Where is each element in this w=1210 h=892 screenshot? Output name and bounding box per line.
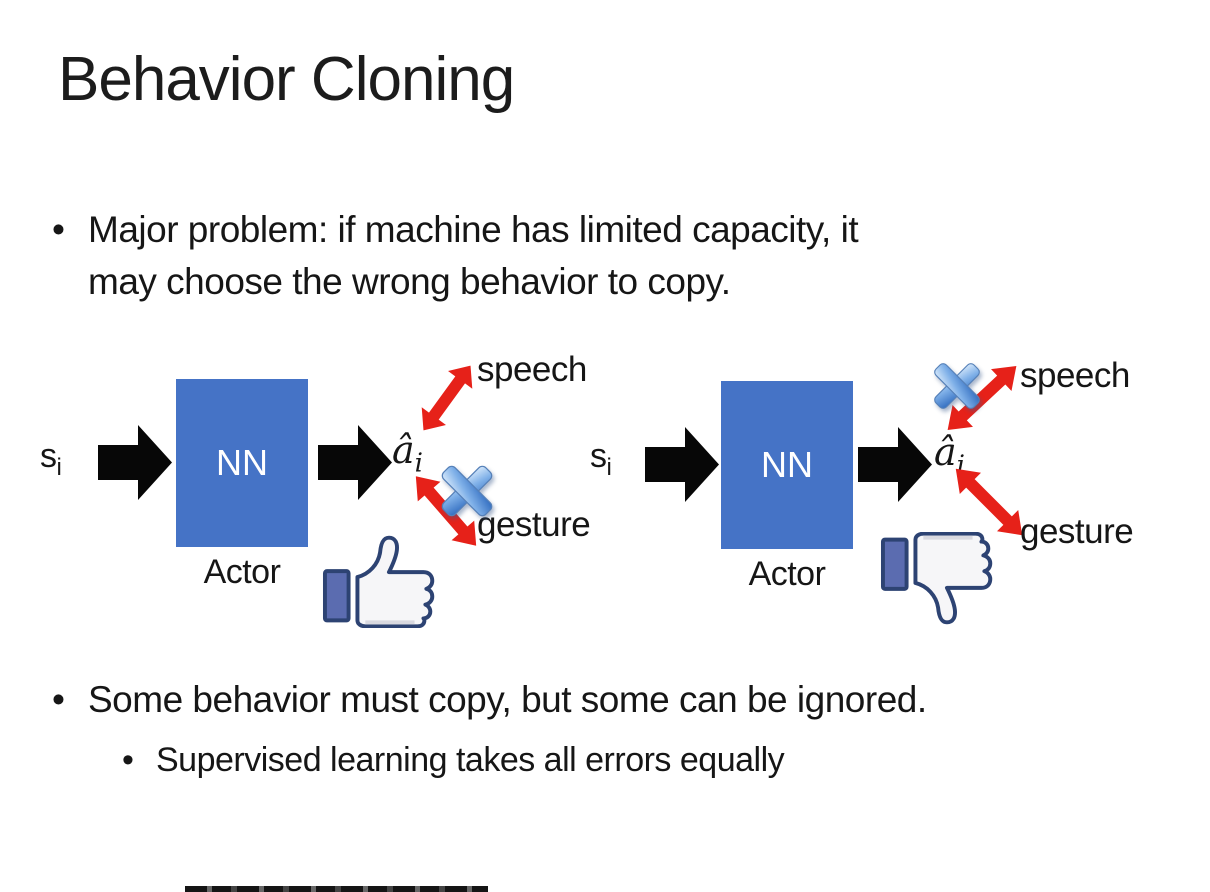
left-nn-box: NN bbox=[176, 379, 308, 547]
right-nn-label: NN bbox=[761, 444, 813, 485]
left-input-arrow-icon bbox=[98, 425, 172, 500]
bullet-dot: • bbox=[52, 679, 65, 720]
bullet-text: Major problem: if machine has limited ca… bbox=[88, 209, 859, 302]
slide-title: Behavior Cloning bbox=[58, 45, 515, 114]
left-nn-label: NN bbox=[216, 442, 268, 483]
bullet-text: Some behavior must copy, but some can be… bbox=[88, 679, 927, 720]
bullet-major-problem: • Major problem: if machine has limited … bbox=[52, 204, 859, 308]
left-output-action-label: âi bbox=[392, 428, 423, 479]
right-actor-caption: Actor bbox=[748, 555, 826, 593]
right-speech-label: speech bbox=[1020, 356, 1130, 395]
right-gesture-doublearrow-icon bbox=[944, 457, 1035, 548]
left-input-state-label: si bbox=[40, 437, 62, 481]
cut-off-text-strip bbox=[185, 886, 488, 892]
thumbs-down-icon bbox=[880, 532, 993, 625]
right-gesture-label: gesture bbox=[1020, 512, 1134, 551]
left-actor-caption: Actor bbox=[203, 553, 281, 591]
bullet-dot: • bbox=[122, 741, 134, 779]
left-gesture-label: gesture bbox=[477, 505, 591, 544]
right-cross-out-icon bbox=[934, 363, 980, 409]
right-input-arrow-icon bbox=[645, 427, 719, 502]
right-output-arrow-icon bbox=[858, 427, 932, 502]
thumbs-up-icon bbox=[322, 535, 435, 628]
right-input-state-label: si bbox=[590, 437, 612, 481]
left-cross-out-icon bbox=[441, 465, 493, 517]
right-speech-doublearrow-icon bbox=[936, 354, 1028, 443]
bullet-dot: • bbox=[52, 209, 65, 250]
left-speech-label: speech bbox=[477, 350, 587, 389]
right-output-action-label: âi bbox=[934, 430, 965, 481]
sub-bullet-text: Supervised learning takes all errors equ… bbox=[156, 741, 785, 779]
right-nn-box: NN bbox=[721, 381, 853, 549]
bullet-some-behavior: • Some behavior must copy, but some can … bbox=[52, 676, 927, 724]
sub-bullet-supervised: • Supervised learning takes all errors e… bbox=[122, 738, 785, 782]
left-output-arrow-icon bbox=[318, 425, 392, 500]
left-speech-doublearrow-icon bbox=[410, 356, 485, 441]
